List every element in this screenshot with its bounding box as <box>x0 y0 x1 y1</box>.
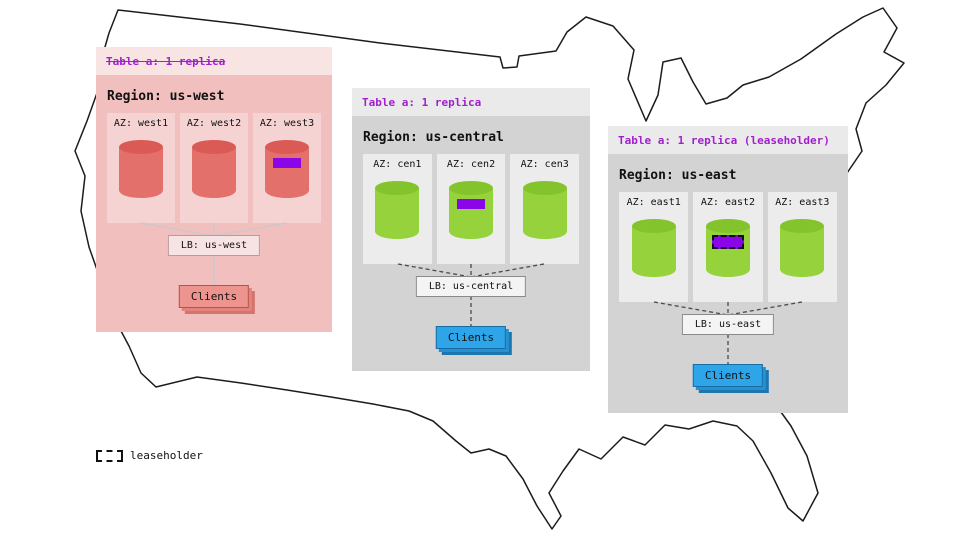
replica-range-marker <box>273 158 301 168</box>
az-label: AZ: west2 <box>186 118 242 129</box>
replica-cylinder-icon <box>522 181 567 239</box>
az-label: AZ: east1 <box>626 197 681 208</box>
table-replica-banner: Table a: 1 replica (leaseholder) <box>608 126 848 154</box>
az-label: AZ: west1 <box>113 118 169 129</box>
region-title: Region: us-central <box>363 130 504 145</box>
region-us-east: Table a: 1 replica (leaseholder) Region:… <box>608 126 848 413</box>
replica-cylinder-icon <box>449 181 493 239</box>
leaseholder-range-marker <box>711 235 744 249</box>
az-label: AZ: west3 <box>259 118 315 129</box>
load-balancer-box: LB: us-central <box>415 276 527 297</box>
region-title: Region: us-east <box>619 168 737 183</box>
region-us-west: Table a: 1 replica Region: us-west AZ: w… <box>96 47 332 332</box>
load-balancer-box: LB: us-east <box>681 314 775 335</box>
table-replica-label: Table a: 1 replica <box>362 95 482 109</box>
replica-cylinder-icon <box>119 140 163 198</box>
legend: leaseholder <box>96 449 203 462</box>
az-label: AZ: east3 <box>775 197 830 208</box>
table-replica-banner: Table a: 1 replica <box>96 47 332 75</box>
region-us-central: Table a: 1 replica Region: us-central AZ… <box>352 88 590 371</box>
az-label: AZ: cen3 <box>520 159 569 170</box>
replica-cylinder-icon <box>780 219 825 277</box>
leaseholder-swatch-icon <box>96 449 123 462</box>
table-replica-banner: Table a: 1 replica <box>352 88 590 116</box>
clients-box: Clients <box>178 285 250 308</box>
table-replica-label: Table a: 1 replica <box>106 54 226 68</box>
az-box-cen2: AZ: cen2 <box>436 154 506 264</box>
az-box-east2: AZ: east2 <box>693 192 763 302</box>
az-box-cen1: AZ: cen1 <box>363 154 432 264</box>
az-box-east1: AZ: east1 <box>619 192 689 302</box>
replica-cylinder-icon <box>375 181 420 239</box>
table-replica-label: Table a: 1 replica (leaseholder) <box>618 133 830 147</box>
legend-label: leaseholder <box>130 449 203 462</box>
az-box-east3: AZ: east3 <box>767 192 837 302</box>
clients-box: Clients <box>435 326 507 349</box>
az-row: AZ: west1 AZ: west2 AZ: west3 <box>107 113 321 223</box>
az-box-cen3: AZ: cen3 <box>510 154 580 264</box>
az-box-west2: AZ: west2 <box>180 113 248 223</box>
replica-cylinder-icon <box>631 219 676 277</box>
clients-box: Clients <box>692 364 764 387</box>
az-label: AZ: cen1 <box>373 159 422 170</box>
replica-range-marker <box>457 199 485 209</box>
az-box-west1: AZ: west1 <box>107 113 175 223</box>
replica-cylinder-icon <box>192 140 236 198</box>
load-balancer-box: LB: us-west <box>167 235 261 256</box>
replica-cylinder-icon <box>265 140 309 198</box>
az-row: AZ: east1 AZ: east2 AZ: east3 <box>619 192 837 302</box>
az-label: AZ: east2 <box>700 197 756 208</box>
az-box-west3: AZ: west3 <box>253 113 321 223</box>
az-row: AZ: cen1 AZ: cen2 AZ: cen3 <box>363 154 580 264</box>
region-title: Region: us-west <box>107 89 225 104</box>
az-label: AZ: cen2 <box>446 159 496 170</box>
